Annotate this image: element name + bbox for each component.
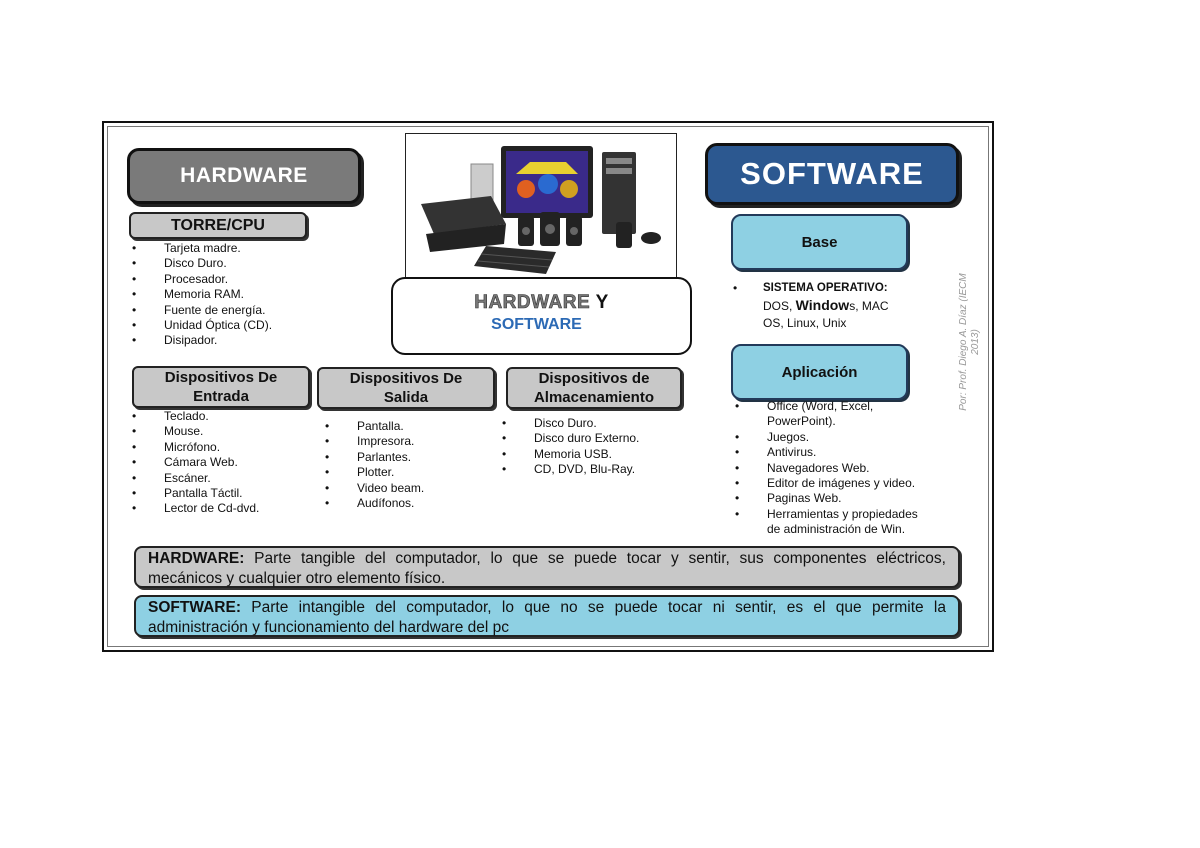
list-item: Cámara Web. [130, 455, 259, 471]
hardware-title: HARDWARE [127, 148, 361, 204]
list-item: Parlantes. [323, 450, 424, 466]
computer-equipment-illustration [421, 146, 661, 274]
salida-list: Pantalla. Impresora. Parlantes. Plotter.… [323, 419, 424, 512]
list-item: CD, DVD, Blu-Ray. [500, 462, 639, 478]
center-title-box: HARDWARE Y SOFTWARE [391, 277, 692, 355]
center-hardware-word: HARDWARE [474, 292, 591, 314]
list-item: Video beam. [323, 481, 424, 497]
list-item: Memoria RAM. [130, 287, 272, 303]
torre-cpu-list: Tarjeta madre. Disco Duro. Procesador. M… [130, 241, 272, 349]
aplicacion-title: Aplicación [781, 363, 858, 381]
center-y-word: Y [595, 292, 609, 313]
list-item: Disco Duro. [500, 416, 639, 432]
center-software-word: SOFTWARE [491, 316, 582, 333]
list-item: Micrófono. [130, 440, 259, 456]
software-title: SOFTWARE [705, 143, 959, 205]
base-line3: OS, Linux, Unix [763, 316, 847, 330]
list-item: Navegadores Web. [733, 461, 918, 477]
list-item: Disco Duro. [130, 256, 272, 272]
hardware-definition: HARDWARE: Parte tangible del computador,… [134, 546, 960, 588]
list-item: Antivirus. [733, 445, 918, 461]
list-item: Paginas Web. [733, 491, 918, 507]
list-item: Mouse. [130, 424, 259, 440]
list-item: Escáner. [130, 471, 259, 487]
list-item: Editor de imágenes y video. [733, 476, 918, 492]
base-content: • SISTEMA OPERATIVO: DOS, Windows, MAC O… [733, 281, 889, 330]
list-item: Unidad Óptica (CD). [130, 318, 272, 334]
list-item: Office (Word, Excel,PowerPoint). [733, 399, 918, 430]
base-title: Base [801, 233, 838, 251]
hardware-definition-text: Parte tangible del computador, lo que se… [148, 550, 946, 587]
list-item: Tarjeta madre. [130, 241, 272, 257]
torre-cpu-title: TORRE/CPU [129, 212, 307, 239]
software-definition: SOFTWARE: Parte intangible del computado… [134, 595, 960, 637]
list-item: Disco duro Externo. [500, 431, 639, 447]
list-item: Pantalla. [323, 419, 424, 435]
list-item: Disipador. [130, 333, 272, 349]
hardware-term: HARDWARE: [148, 550, 245, 567]
list-item: Fuente de energía. [130, 303, 272, 319]
software-definition-text: Parte intangible del computador, lo que … [148, 599, 946, 636]
computer-equipment-image [405, 133, 677, 278]
aplicacion-box: Aplicación [731, 344, 908, 400]
list-item: Plotter. [323, 465, 424, 481]
list-item: Audífonos. [323, 496, 424, 512]
list-item: Juegos. [733, 430, 918, 446]
list-item: Lector de Cd-dvd. [130, 501, 259, 517]
base-box: Base [731, 214, 908, 270]
list-item: Teclado. [130, 409, 259, 425]
almacenamiento-list: Disco Duro. Disco duro Externo. Memoria … [500, 416, 639, 478]
software-term: SOFTWARE: [148, 599, 241, 616]
entrada-list: Teclado. Mouse. Micrófono. Cámara Web. E… [130, 409, 259, 517]
base-line2: DOS, Windows, MAC [763, 297, 889, 313]
list-item: Pantalla Táctil. [130, 486, 259, 502]
list-item: Memoria USB. [500, 447, 639, 463]
list-item: Impresora. [323, 434, 424, 450]
base-line1: SISTEMA OPERATIVO: [763, 282, 888, 294]
author-credit: Por: Prof. Diego A. Díaz (IECM 2013) [958, 273, 981, 411]
list-item: Procesador. [130, 272, 272, 288]
aplicacion-list: Office (Word, Excel,PowerPoint). Juegos.… [733, 399, 918, 538]
